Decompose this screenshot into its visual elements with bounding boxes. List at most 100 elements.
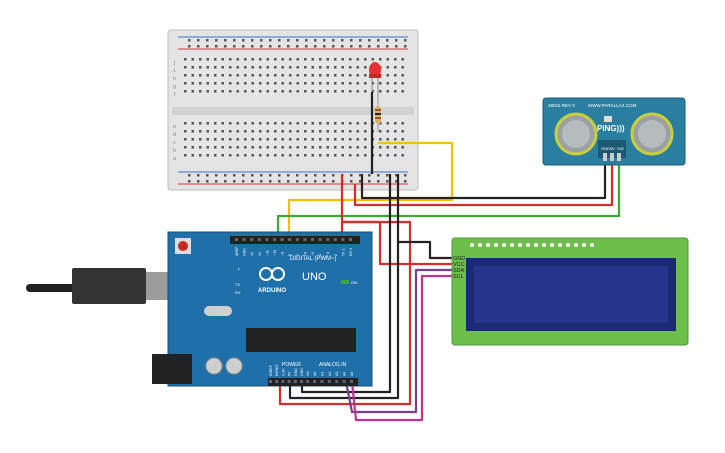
breadboard-hole[interactable] <box>311 154 315 157</box>
breadboard-hole[interactable] <box>334 90 337 93</box>
breadboard-hole[interactable] <box>214 66 217 69</box>
breadboard-hole[interactable] <box>349 138 352 141</box>
breadboard-hole[interactable] <box>304 138 307 141</box>
rail-hole[interactable] <box>287 180 290 183</box>
breadboard-hole[interactable] <box>206 138 210 141</box>
breadboard-hole[interactable] <box>356 74 360 77</box>
digital-pin[interactable] <box>273 238 276 241</box>
breadboard-hole[interactable] <box>251 122 255 125</box>
rail-hole[interactable] <box>197 39 200 42</box>
breadboard-hole[interactable] <box>199 58 202 61</box>
rail-hole[interactable] <box>350 45 353 48</box>
rail-hole[interactable] <box>197 180 200 183</box>
rail-hole[interactable] <box>395 39 398 42</box>
breadboard-hole[interactable] <box>334 122 337 125</box>
breadboard-hole[interactable] <box>184 146 187 149</box>
breadboard-hole[interactable] <box>244 90 247 93</box>
rail-hole[interactable] <box>341 39 344 42</box>
breadboard-hole[interactable] <box>349 154 352 157</box>
breadboard-hole[interactable] <box>251 90 255 93</box>
breadboard-hole[interactable] <box>184 58 187 61</box>
rail-hole[interactable] <box>260 174 263 177</box>
rail-hole[interactable] <box>260 180 263 183</box>
breadboard-hole[interactable] <box>236 74 240 77</box>
breadboard-hole[interactable] <box>229 154 232 157</box>
rail-hole[interactable] <box>188 45 191 48</box>
rail-hole[interactable] <box>332 180 335 183</box>
breadboard-hole[interactable] <box>401 58 405 61</box>
breadboard-hole[interactable] <box>394 58 397 61</box>
rail-hole[interactable] <box>314 180 317 183</box>
breadboard-hole[interactable] <box>349 122 352 125</box>
breadboard-hole[interactable] <box>251 154 255 157</box>
breadboard-hole[interactable] <box>266 74 270 77</box>
breadboard-hole[interactable] <box>281 130 285 133</box>
breadboard-hole[interactable] <box>326 58 330 61</box>
power-pin[interactable] <box>275 380 279 383</box>
rail-hole[interactable] <box>296 45 299 48</box>
breadboard-hole[interactable] <box>319 58 322 61</box>
breadboard-hole[interactable] <box>229 146 232 149</box>
breadboard-hole[interactable] <box>259 146 262 149</box>
breadboard-hole[interactable] <box>349 146 352 149</box>
digital-pin[interactable] <box>295 238 299 241</box>
breadboard-hole[interactable] <box>184 90 187 93</box>
breadboard-hole[interactable] <box>244 82 247 85</box>
breadboard-hole[interactable] <box>199 66 202 69</box>
breadboard-hole[interactable] <box>304 66 307 69</box>
breadboard-hole[interactable] <box>334 154 337 157</box>
breadboard-hole[interactable] <box>206 130 210 133</box>
breadboard-hole[interactable] <box>401 130 405 133</box>
breadboard-hole[interactable] <box>206 66 210 69</box>
breadboard-hole[interactable] <box>266 122 270 125</box>
breadboard-hole[interactable] <box>214 138 217 141</box>
breadboard-hole[interactable] <box>206 90 210 93</box>
breadboard-hole[interactable] <box>296 90 300 93</box>
breadboard-hole[interactable] <box>356 154 360 157</box>
breadboard-hole[interactable] <box>214 74 217 77</box>
breadboard-hole[interactable] <box>311 90 315 93</box>
breadboard-hole[interactable] <box>199 154 202 157</box>
rail-hole[interactable] <box>305 39 308 42</box>
breadboard-hole[interactable] <box>289 82 292 85</box>
breadboard-hole[interactable] <box>386 66 390 69</box>
rail-hole[interactable] <box>386 174 389 177</box>
rail-hole[interactable] <box>233 180 236 183</box>
breadboard-hole[interactable] <box>326 82 330 85</box>
breadboard-hole[interactable] <box>221 82 225 85</box>
digital-pin[interactable] <box>333 238 337 241</box>
rail-hole[interactable] <box>188 174 191 177</box>
breadboard-hole[interactable] <box>199 130 202 133</box>
rail-hole[interactable] <box>305 45 308 48</box>
breadboard-hole[interactable] <box>311 74 315 77</box>
breadboard-hole[interactable] <box>244 146 247 149</box>
rail-hole[interactable] <box>224 180 227 183</box>
digital-pin[interactable] <box>235 238 238 241</box>
breadboard-hole[interactable] <box>356 58 360 61</box>
breadboard-hole[interactable] <box>221 58 225 61</box>
breadboard-hole[interactable] <box>191 154 195 157</box>
analog-pin[interactable] <box>335 380 339 383</box>
breadboard-hole[interactable] <box>386 122 390 125</box>
rail-hole[interactable] <box>341 45 344 48</box>
breadboard-hole[interactable] <box>379 122 382 125</box>
digital-pin[interactable] <box>257 238 261 241</box>
breadboard-hole[interactable] <box>221 130 225 133</box>
breadboard-hole[interactable] <box>364 122 367 125</box>
breadboard-hole[interactable] <box>221 154 225 157</box>
breadboard-hole[interactable] <box>184 122 187 125</box>
breadboard-hole[interactable] <box>281 58 285 61</box>
breadboard-hole[interactable] <box>326 74 330 77</box>
breadboard-hole[interactable] <box>281 82 285 85</box>
breadboard-hole[interactable] <box>266 82 270 85</box>
breadboard-hole[interactable] <box>199 82 202 85</box>
breadboard-hole[interactable] <box>244 138 247 141</box>
breadboard-hole[interactable] <box>289 58 292 61</box>
breadboard-hole[interactable] <box>251 66 255 69</box>
breadboard-hole[interactable] <box>184 154 187 157</box>
rail-hole[interactable] <box>251 45 254 48</box>
rail-hole[interactable] <box>215 174 218 177</box>
breadboard-hole[interactable] <box>206 146 210 149</box>
breadboard-hole[interactable] <box>379 82 382 85</box>
breadboard-hole[interactable] <box>274 146 277 149</box>
